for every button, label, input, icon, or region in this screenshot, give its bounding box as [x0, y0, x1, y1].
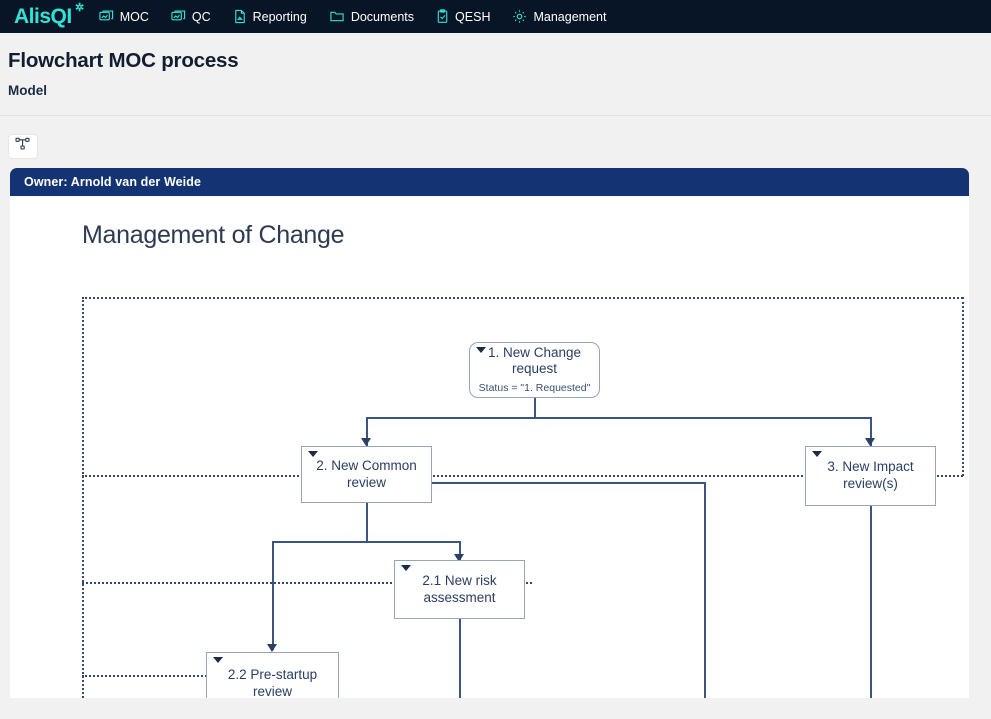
nav-label: Management [533, 9, 607, 24]
flowchart-node-new-risk-assessment[interactable]: 2.1 New risk assessment [394, 560, 525, 619]
header-divider [0, 115, 991, 116]
sparkle-icon: ✲ [74, 1, 84, 14]
connector-n2-down [366, 503, 368, 541]
nav-label: Documents [350, 9, 415, 24]
node-label: 2. New Common review [316, 457, 417, 490]
node-label: 3. New Impact review(s) [827, 459, 914, 491]
connector-to-n22 [272, 541, 274, 650]
swimlane-divider-3 [82, 675, 210, 677]
nav-item-moc[interactable]: MOC [88, 0, 160, 33]
flowchart-node-new-change-request[interactable]: 1. New Change request Status = "1. Reque… [469, 342, 600, 398]
collapse-triangle-icon[interactable] [476, 347, 486, 353]
flowchart-panel: Owner: Arnold van der Weide Management o… [10, 168, 969, 698]
collapse-triangle-icon[interactable] [308, 451, 318, 457]
nav-item-management[interactable]: Management [501, 0, 617, 33]
node-label: 2.2 Pre-startup review [227, 667, 318, 698]
nav-item-documents[interactable]: Documents [318, 0, 425, 33]
arrow-to-n2 [361, 438, 371, 446]
nav-label: QC [191, 9, 211, 24]
top-navigation-bar: AlisQI ✲ MOC QC Reporting [0, 0, 991, 33]
page-subtitle: Model [8, 83, 47, 98]
document-icon [233, 9, 247, 24]
arrow-to-n3 [865, 438, 875, 446]
connector-to-n3 [870, 417, 872, 446]
node-label: 1. New Change request [487, 344, 582, 377]
nav-label: QESH [455, 9, 491, 24]
collapse-triangle-icon[interactable] [213, 657, 223, 663]
collapse-triangle-icon[interactable] [401, 565, 411, 571]
connector-to-n21 [459, 541, 461, 562]
nav-item-qc[interactable]: QC [160, 0, 222, 33]
page-header: Flowchart MOC process Model [0, 33, 991, 115]
nav-label: Reporting [252, 9, 307, 24]
connector-to-n2 [366, 417, 368, 446]
connector-n21-down [459, 619, 461, 698]
chart-image-icon [171, 9, 186, 24]
flowchart-view-button[interactable] [8, 134, 38, 159]
nav-label: MOC [119, 9, 149, 24]
connector-right-down [704, 482, 706, 698]
nav-item-qesh[interactable]: QESH [425, 0, 501, 33]
folder-icon [329, 9, 345, 24]
connector-n2-split [272, 541, 460, 543]
flowchart-node-pre-startup-review[interactable]: 2.2 Pre-startup review [206, 652, 339, 698]
connector-n3-down [870, 506, 872, 698]
logo-text: AlisQI [14, 4, 72, 28]
gear-icon [512, 9, 527, 24]
alisqi-logo[interactable]: AlisQI ✲ [14, 1, 88, 29]
flowchart-title: Management of Change [82, 221, 345, 249]
flowchart-node-new-impact-review[interactable]: 3. New Impact review(s) [805, 446, 936, 506]
swimlane-right-border [962, 297, 964, 476]
sitemap-icon [15, 136, 31, 157]
swimlane-divider-1 [82, 475, 963, 477]
clipboard-check-icon [436, 9, 449, 24]
arrow-to-n22 [267, 644, 277, 652]
flowchart-canvas[interactable]: Management of Change [10, 196, 969, 698]
swimlane-top-border [82, 297, 963, 299]
flowchart-node-new-common-review[interactable]: 2. New Common review [301, 446, 432, 503]
connector-n1-down [534, 384, 536, 417]
chart-image-icon [99, 9, 114, 24]
connector-trunk-h [366, 417, 870, 419]
connector-n2-right [430, 482, 705, 484]
node-label: 2.1 New risk assessment [422, 572, 497, 605]
collapse-triangle-icon[interactable] [812, 451, 822, 457]
arrow-to-n21 [454, 554, 464, 562]
node-sublabel: Status = "1. Requested" [478, 382, 591, 395]
panel-owner-bar: Owner: Arnold van der Weide [10, 168, 969, 196]
swimlane-left-border [82, 297, 84, 698]
toolbar [0, 116, 991, 168]
page-title: Flowchart MOC process [8, 49, 239, 72]
nav-item-reporting[interactable]: Reporting [222, 0, 318, 33]
swimlane-divider-2 [82, 582, 532, 584]
